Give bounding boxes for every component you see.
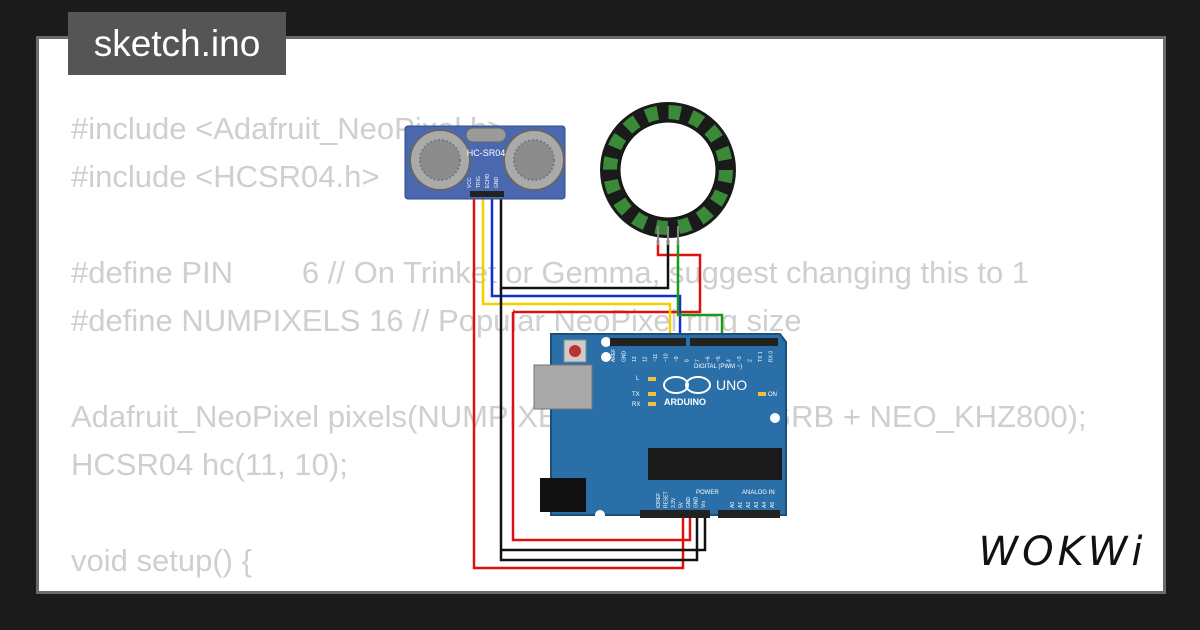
power-pin-label: 5V — [679, 501, 685, 508]
power-jack — [540, 478, 586, 512]
digital-pin-label: 7 — [695, 359, 701, 362]
digital-pin-label: RX 0 — [769, 351, 775, 362]
led-rx — [648, 402, 656, 406]
analog-pin-label: A0 — [730, 502, 736, 508]
pin-label-echo: ECHO — [485, 173, 491, 188]
wire-echo — [490, 195, 682, 340]
led-l — [648, 377, 656, 381]
wire-gnd-2 — [499, 288, 699, 562]
sensor-model-label: HC-SR04 — [467, 148, 506, 158]
l-label: L — [636, 376, 640, 382]
pin-label-trig: TRIG — [476, 176, 482, 188]
mcu-chip — [648, 448, 782, 480]
wire-gnd-3 — [501, 505, 707, 552]
code-line: #define NUMPIXELS 16 // Popular NeoPixel… — [71, 303, 802, 338]
pin-label-vcc: VCC — [467, 177, 473, 188]
wire-vcc-ring-top — [513, 240, 702, 314]
digital-pin-labels: AREF GND 13 12 ~11 ~10 ~9 8 7 ~6 ~5 4 ~3 2 TX 1 RX 0 — [611, 349, 775, 362]
analog-pin-label: A5 — [770, 502, 776, 508]
wire-trig — [481, 195, 672, 340]
power-pin-label: GND — [694, 497, 700, 509]
analog-pin-label: A2 — [746, 502, 752, 508]
pin-label-gnd: GND — [494, 177, 500, 189]
power-pin-label: RESET — [664, 491, 670, 508]
led-tx — [648, 392, 656, 396]
code-line: #include <HCSR04.h> — [71, 159, 380, 194]
on-label: ON — [768, 392, 777, 398]
digital-pin-label: ~10 — [664, 353, 670, 362]
arduino-logo: UNO ARDUINO — [663, 376, 747, 407]
power-pin-label: IOREF — [656, 493, 662, 508]
code-line: #define PIN 6 // On Trinket or Gemma, su… — [71, 255, 1030, 290]
digital-pin-label: ~9 — [674, 356, 680, 362]
digital-pin-label: AREF — [611, 349, 617, 362]
analog-pin-label: A4 — [762, 502, 768, 508]
code-line: HCSR04 hc(11, 10); — [71, 447, 348, 482]
wire-data — [676, 240, 724, 340]
file-tab[interactable]: sketch.ino — [68, 12, 286, 75]
neopixel-ring[interactable] — [600, 102, 736, 245]
digital-pin-label: GND — [622, 351, 628, 363]
reset-button-cap[interactable] — [569, 345, 581, 357]
sensor-pin-labels: VCC TRIG ECHO GND — [467, 173, 500, 188]
power-pin-label: GND — [686, 497, 692, 509]
board-name: UNO — [716, 377, 747, 393]
rx-label: RX — [632, 402, 640, 408]
digital-pin-label: 13 — [632, 356, 638, 362]
digital-pin-label: ~3 — [737, 356, 743, 362]
wires — [472, 195, 724, 570]
digital-pin-label: ~11 — [653, 354, 659, 362]
digital-pin-label: 8 — [685, 359, 691, 362]
code-line: void setup() { — [71, 543, 252, 578]
wire-vcc-ring — [511, 312, 692, 542]
digital-pin-label: 4 — [727, 359, 733, 362]
digital-pin-label: 2 — [748, 359, 754, 362]
power-pin-label: 3.3V — [671, 497, 677, 508]
led-on — [758, 392, 766, 396]
digital-pin-label: 12 — [643, 356, 649, 362]
digital-pin-label: ~6 — [706, 356, 712, 362]
arduino-board[interactable]: DIGITAL (PWM ~) POWER ANALOG IN UNO ARDU… — [533, 333, 787, 520]
digital-pin-label: TX 1 — [758, 351, 764, 362]
digital-label: DIGITAL (PWM ~) — [694, 364, 742, 370]
power-label: POWER — [696, 490, 719, 496]
power-pin-label: Vin — [701, 501, 707, 508]
wokwi-logo: WOKWi — [975, 530, 1150, 575]
wire-vcc — [472, 195, 685, 570]
usb-port — [533, 364, 593, 410]
ultrasonic-sensor[interactable]: HC-SR04 VCC TRIG ECHO GND — [404, 125, 566, 200]
analog-pin-label: A3 — [754, 502, 760, 508]
wire-gnd — [499, 195, 670, 290]
analog-pin-label: A1 — [738, 502, 744, 508]
analog-label: ANALOG IN — [742, 490, 775, 496]
digital-pin-label: ~5 — [716, 356, 722, 362]
tx-label: TX — [632, 392, 640, 398]
brand-name: ARDUINO — [664, 397, 706, 407]
